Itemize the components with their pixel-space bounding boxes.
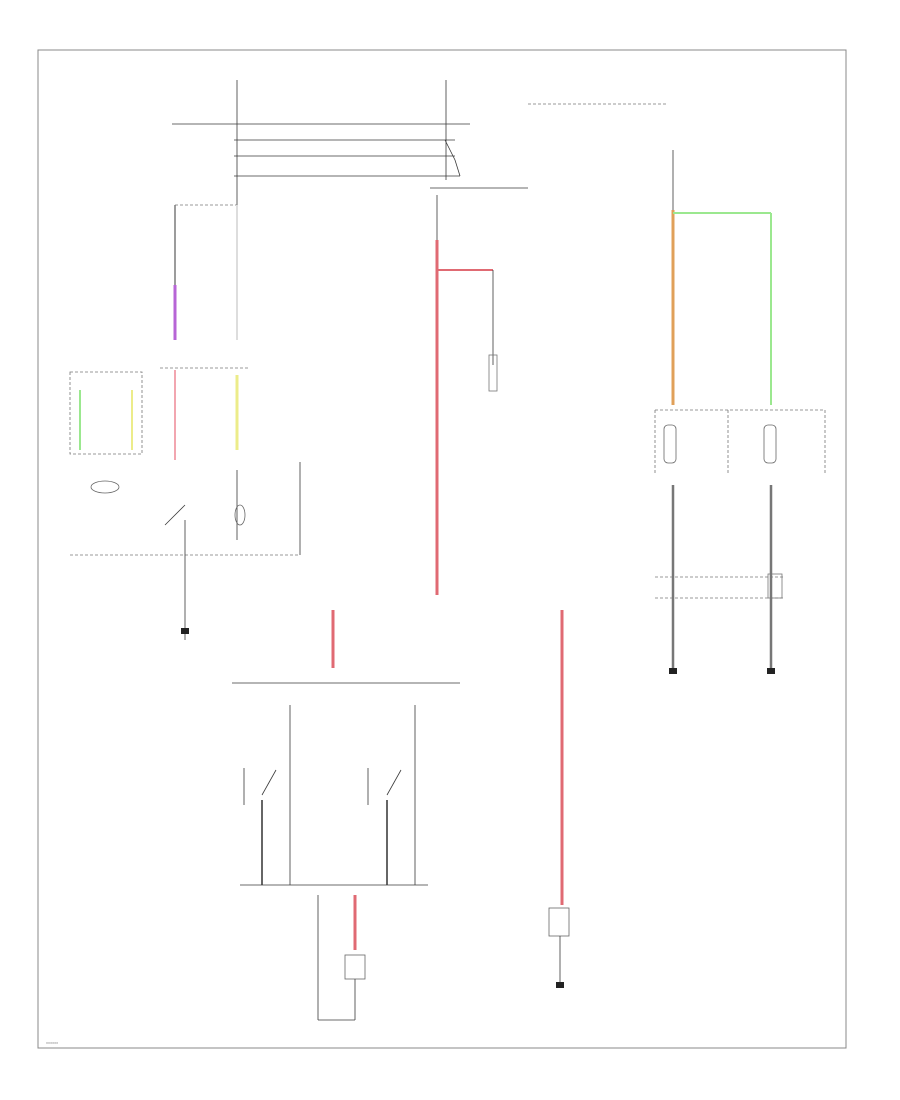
splice-box [767,573,783,599]
switch-right-icon [386,769,402,796]
relay-icon [488,354,498,392]
illumination-box [69,371,143,455]
ground-right-left-icon [669,668,677,674]
left-bulb-icon [663,424,677,464]
switch-icon [164,504,186,526]
switch-box-icon [548,907,570,937]
diagram-border [37,49,847,1049]
ground-icon [181,628,189,634]
footer-code: xxxxxx [46,1042,58,1046]
lamp-icon [344,954,366,980]
right-bulb-icon [763,424,777,464]
indicator-bulb-icon [234,504,246,526]
switch-left-icon [261,769,277,796]
ground-right-right-icon [767,668,775,674]
ground-bottom-icon [556,982,564,988]
fuse-block [172,103,668,189]
illumination-bulb-icon [90,480,120,494]
